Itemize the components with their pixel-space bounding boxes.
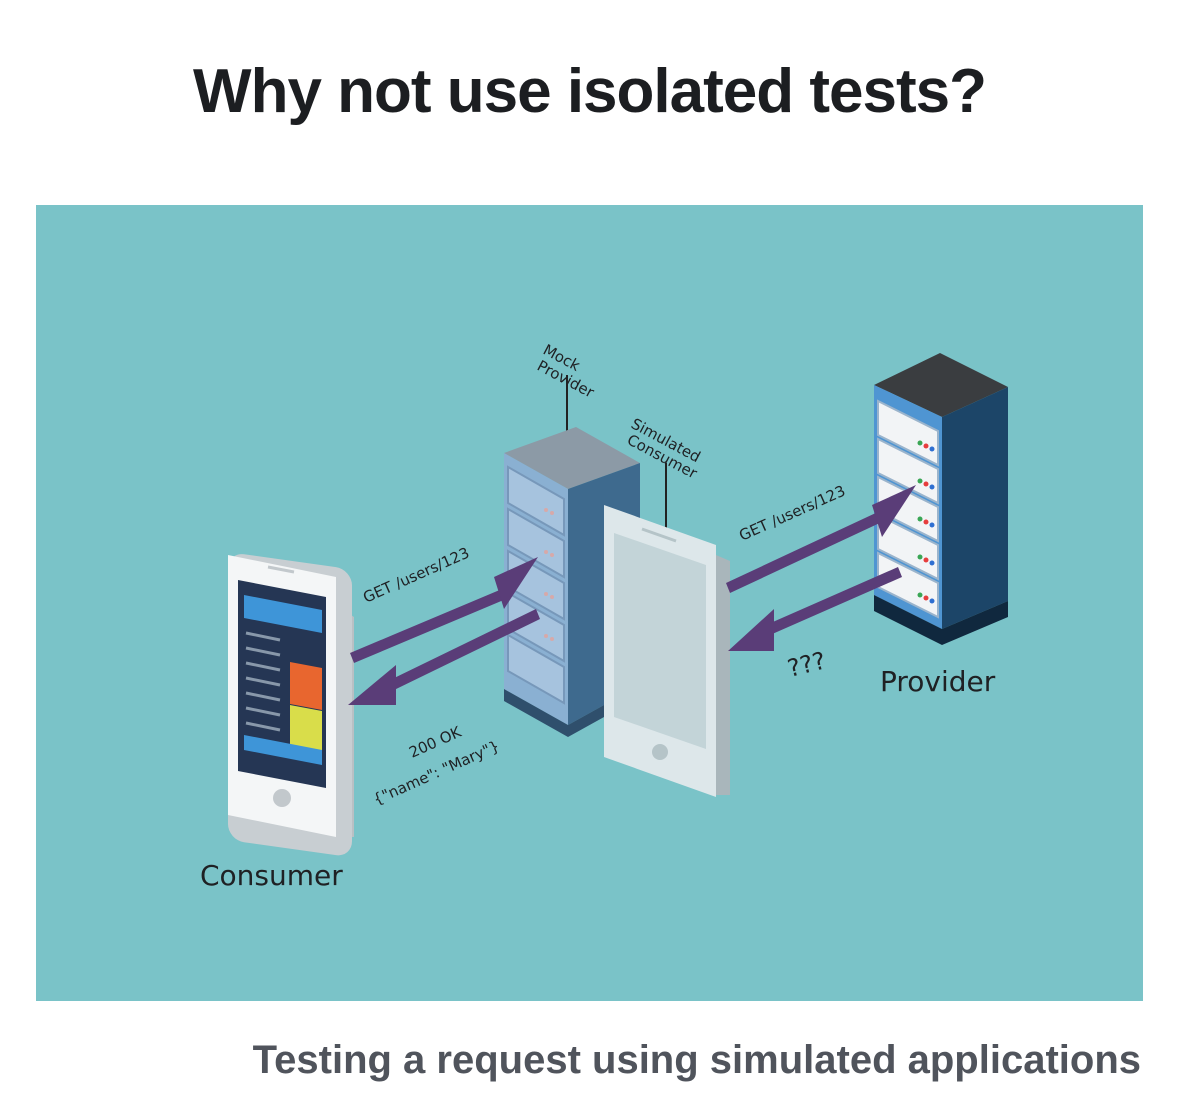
response-arrow-right <box>728 567 902 651</box>
request-left-label: GET /users/123 <box>360 544 472 607</box>
arrows <box>348 485 916 705</box>
provider-server-icon <box>874 353 1008 645</box>
request-arrow-left <box>350 557 538 663</box>
simulated-consumer-phone-icon <box>604 463 730 797</box>
consumer-phone-icon <box>228 554 354 856</box>
page-title: Why not use isolated tests? <box>193 57 987 126</box>
response-right-label: ??? <box>785 646 829 682</box>
contract-testing-diagram: Mock Provider Simulated Consumer GET /us… <box>36 205 1143 1001</box>
response-arrow-left <box>348 609 540 705</box>
provider-label: Provider <box>880 665 996 698</box>
consumer-label: Consumer <box>200 859 343 892</box>
request-arrow-right <box>726 485 916 593</box>
figure-caption: Testing a request using simulated applic… <box>252 1038 1141 1082</box>
